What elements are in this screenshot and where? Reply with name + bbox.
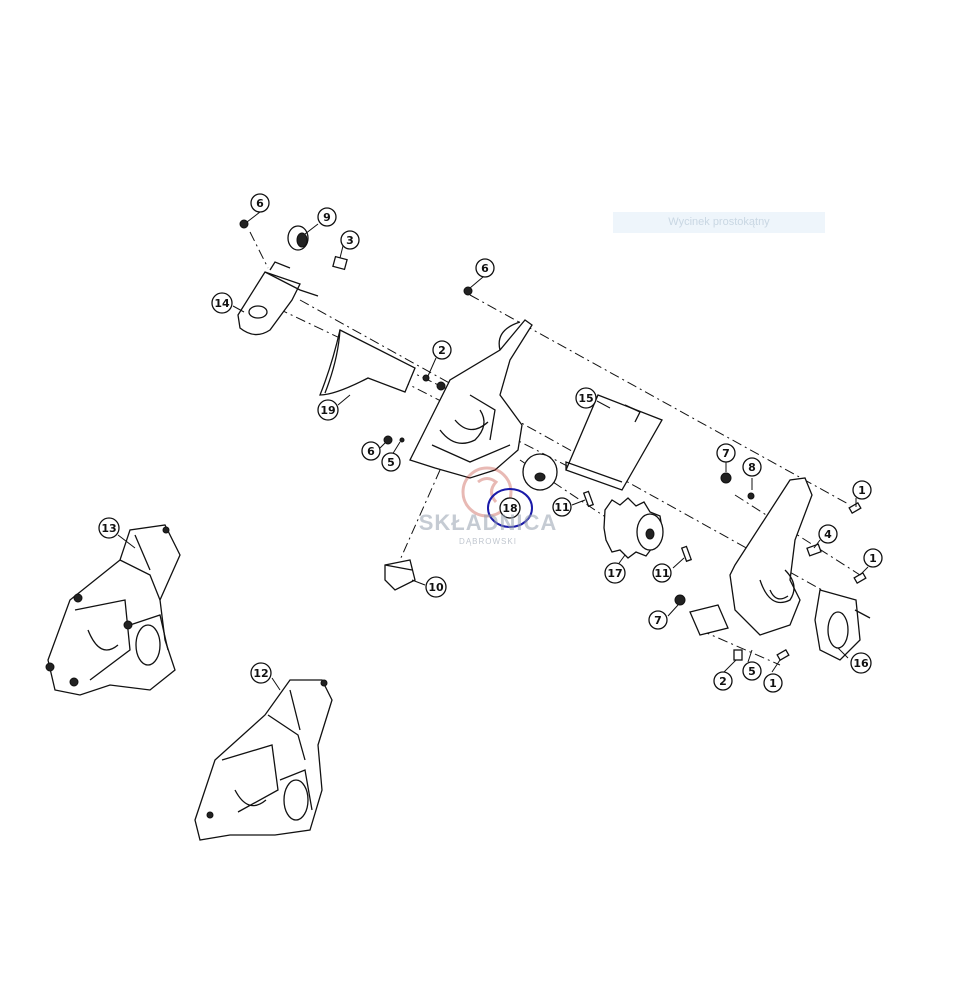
callout-label: 3 <box>346 234 354 247</box>
callout-label: 17 <box>607 567 622 580</box>
part-14-bracket-plate <box>237 261 319 336</box>
callout-1-mid-right[interactable]: 1 <box>863 548 883 568</box>
callout-11-left[interactable]: 11 <box>552 497 572 517</box>
callout-2-center[interactable]: 2 <box>432 340 452 360</box>
part-11-pin <box>582 490 693 563</box>
callout-label: 13 <box>101 522 116 535</box>
callout-17[interactable]: 17 <box>604 562 626 584</box>
callout-label: 12 <box>253 667 268 680</box>
callout-label: 7 <box>722 447 730 460</box>
callout-label: 14 <box>214 297 230 310</box>
part-19-shield <box>319 329 416 396</box>
callout-3[interactable]: 3 <box>340 230 360 250</box>
callout-label: 1 <box>769 677 777 690</box>
callout-label: 18 <box>502 502 517 515</box>
callout-5-lower[interactable]: 5 <box>742 661 762 681</box>
part-12-assembly <box>194 679 333 841</box>
callout-4[interactable]: 4 <box>818 524 838 544</box>
part-3-bolt <box>332 255 348 271</box>
part-9-roller <box>287 225 309 251</box>
callout-label: 5 <box>387 456 395 469</box>
callout-label: 11 <box>554 501 569 514</box>
callout-2-lower[interactable]: 2 <box>713 671 733 691</box>
callout-label: 2 <box>719 675 727 688</box>
callout-19[interactable]: 19 <box>317 399 339 421</box>
callout-label: 6 <box>481 262 489 275</box>
part-10-block <box>384 559 416 591</box>
callout-7-right[interactable]: 7 <box>716 443 736 463</box>
callout-label: 7 <box>654 614 662 627</box>
selection-tooltip: Wycinek prostokątny <box>613 212 825 233</box>
callout-6-top-center[interactable]: 6 <box>475 258 495 278</box>
callout-label: 5 <box>748 665 756 678</box>
callout-8[interactable]: 8 <box>742 457 762 477</box>
callout-label: 10 <box>428 581 444 594</box>
part-13-assembly <box>45 524 181 696</box>
callout-11-right[interactable]: 11 <box>652 563 672 583</box>
callout-label: 6 <box>256 197 264 210</box>
callout-label: 4 <box>824 528 832 541</box>
callout-12[interactable]: 12 <box>250 662 272 684</box>
watermark-name: SKŁADNICA <box>418 510 558 535</box>
callout-13[interactable]: 13 <box>98 517 120 539</box>
callout-label: 2 <box>438 344 446 357</box>
callout-6-center-left[interactable]: 6 <box>361 441 381 461</box>
callout-label: 1 <box>869 552 877 565</box>
part-17-gear-wheel <box>603 497 664 559</box>
callout-5-center-left[interactable]: 5 <box>381 452 401 472</box>
watermark-subtitle: DĄBROWSKI <box>459 537 517 546</box>
callout-6-top-left[interactable]: 6 <box>250 193 270 213</box>
callout-label: 1 <box>858 484 866 497</box>
highlight-circle <box>487 488 533 528</box>
callout-7-lower[interactable]: 7 <box>648 610 668 630</box>
callout-15[interactable]: 15 <box>575 387 597 409</box>
callout-label: 19 <box>320 404 335 417</box>
callout-label: 11 <box>654 567 669 580</box>
callout-label: 16 <box>853 657 869 670</box>
callout-leaders <box>117 211 869 691</box>
callout-18[interactable]: 18 <box>499 497 521 519</box>
callout-label: 6 <box>367 445 375 458</box>
callout-14[interactable]: 14 <box>211 292 233 314</box>
callout-10[interactable]: 10 <box>425 576 447 598</box>
callout-9[interactable]: 9 <box>317 207 337 227</box>
callout-1-upper-right[interactable]: 1 <box>852 480 872 500</box>
part-15-cover-plate <box>565 394 663 491</box>
callout-label: 9 <box>323 211 331 224</box>
part-disc <box>522 453 558 491</box>
part-16-latch <box>814 589 871 661</box>
gearbox-housing <box>409 319 533 479</box>
fasteners <box>239 219 867 661</box>
callout-16[interactable]: 16 <box>850 652 872 674</box>
right-arm-assembly <box>689 477 813 636</box>
callout-1-lower[interactable]: 1 <box>763 673 783 693</box>
callout-label: 15 <box>578 392 593 405</box>
callout-label: 8 <box>748 461 756 474</box>
